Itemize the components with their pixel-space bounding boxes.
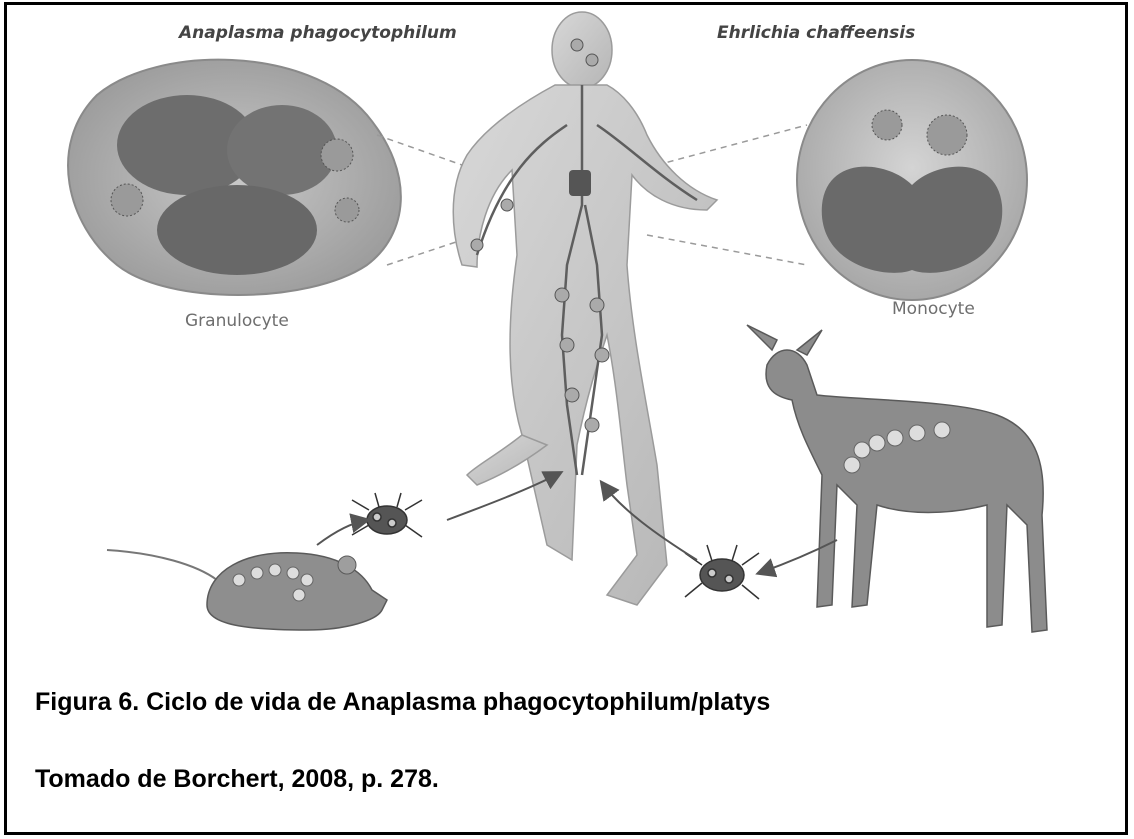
figure-caption-source: Tomado de Borchert, 2008, p. 278. [35, 765, 439, 794]
arrow-mouse-to-tick [317, 520, 367, 545]
bacteria-morula [111, 184, 143, 216]
granulocyte-nucleus-lobe [157, 185, 317, 275]
bacteria-morula [335, 198, 359, 222]
granulocyte-nucleus-lobe [227, 105, 337, 195]
granulocyte-cell [68, 60, 401, 295]
bacteria-morula [321, 139, 353, 171]
bacteria-morula [872, 110, 902, 140]
species-label-anaplasma: Anaplasma phagocytophilum [179, 23, 457, 43]
cell-label-granulocyte: Granulocyte [185, 311, 289, 331]
tick-right [685, 545, 759, 599]
bacteria-morula [927, 115, 967, 155]
life-cycle-illustration [7, 5, 1125, 685]
deer [747, 325, 1047, 632]
species-label-ehrlichia: Ehrlichia chaffeensis [717, 23, 915, 43]
heart-organ [569, 170, 591, 196]
mouse [107, 550, 387, 630]
monocyte-cell [797, 60, 1027, 300]
figure-caption-title: Figura 6. Ciclo de vida de Anaplasma pha… [35, 688, 770, 717]
cell-label-monocyte: Monocyte [892, 299, 975, 319]
figure-frame: Anaplasma phagocytophilum Ehrlichia chaf… [4, 2, 1128, 835]
tick-left [352, 493, 422, 537]
human-figure [453, 12, 717, 605]
